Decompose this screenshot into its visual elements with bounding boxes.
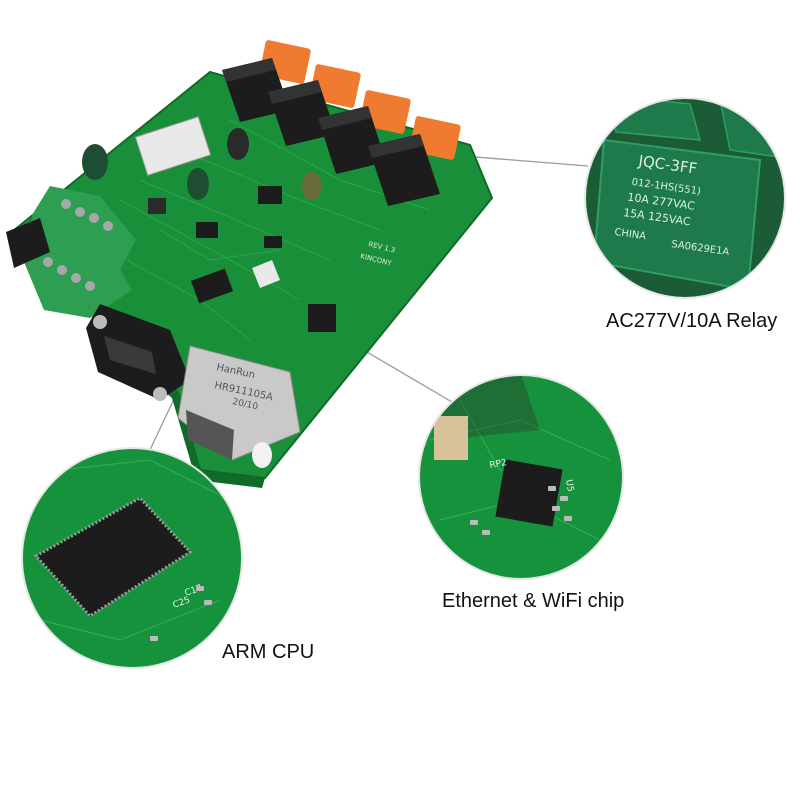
ic-small — [148, 198, 166, 214]
wifi-module — [134, 116, 212, 176]
ics — [148, 186, 336, 332]
arm-cpu-closeup — [36, 498, 190, 616]
pcb-board: HanRun HR911105A 20/10 REV 1.3 KINCONY — [6, 40, 494, 488]
relay-caption: AC277V/10A Relay — [606, 310, 778, 332]
rj45-jack: HanRun HR911105A 20/10 — [177, 345, 301, 461]
relay-top — [368, 134, 424, 158]
green-terminals — [6, 186, 136, 318]
ic-small — [196, 222, 218, 238]
relays — [222, 58, 440, 206]
capacitor — [82, 144, 108, 180]
relay-detail-circle: JQC-3FF 012-1HS(551) 10A 277VAC 15A 125V… — [585, 98, 785, 298]
ethernet-detail-circle: RP2 U5 — [419, 375, 623, 579]
dc-jack — [6, 218, 50, 268]
ref-rp2: RP2 — [489, 458, 508, 471]
wifi-antenna-pad — [434, 416, 468, 460]
relay-origin: CHINA — [614, 227, 647, 242]
relay-top — [318, 106, 372, 130]
capacitor — [302, 172, 322, 200]
ethernet-chip-closeup — [495, 459, 563, 527]
relay-top — [268, 80, 322, 104]
ic-small — [264, 236, 282, 248]
arm-cpu-chip — [190, 268, 234, 304]
ref-u5: U5 — [563, 479, 575, 493]
ethernet-chip — [308, 304, 336, 332]
relay-top — [222, 58, 276, 82]
maker-logo — [252, 260, 280, 288]
arm-cpu-detail-circle: C17 C25 — [22, 448, 242, 668]
ic-small — [258, 186, 282, 204]
capacitor — [187, 168, 209, 200]
ethernet-wifi-caption: Ethernet & WiFi chip — [442, 590, 625, 612]
arm-cpu-caption: ARM CPU — [222, 641, 315, 663]
db9-connector — [86, 304, 190, 401]
capacitors — [82, 128, 322, 200]
capacitor — [227, 128, 249, 160]
mounting-hole — [252, 442, 272, 468]
